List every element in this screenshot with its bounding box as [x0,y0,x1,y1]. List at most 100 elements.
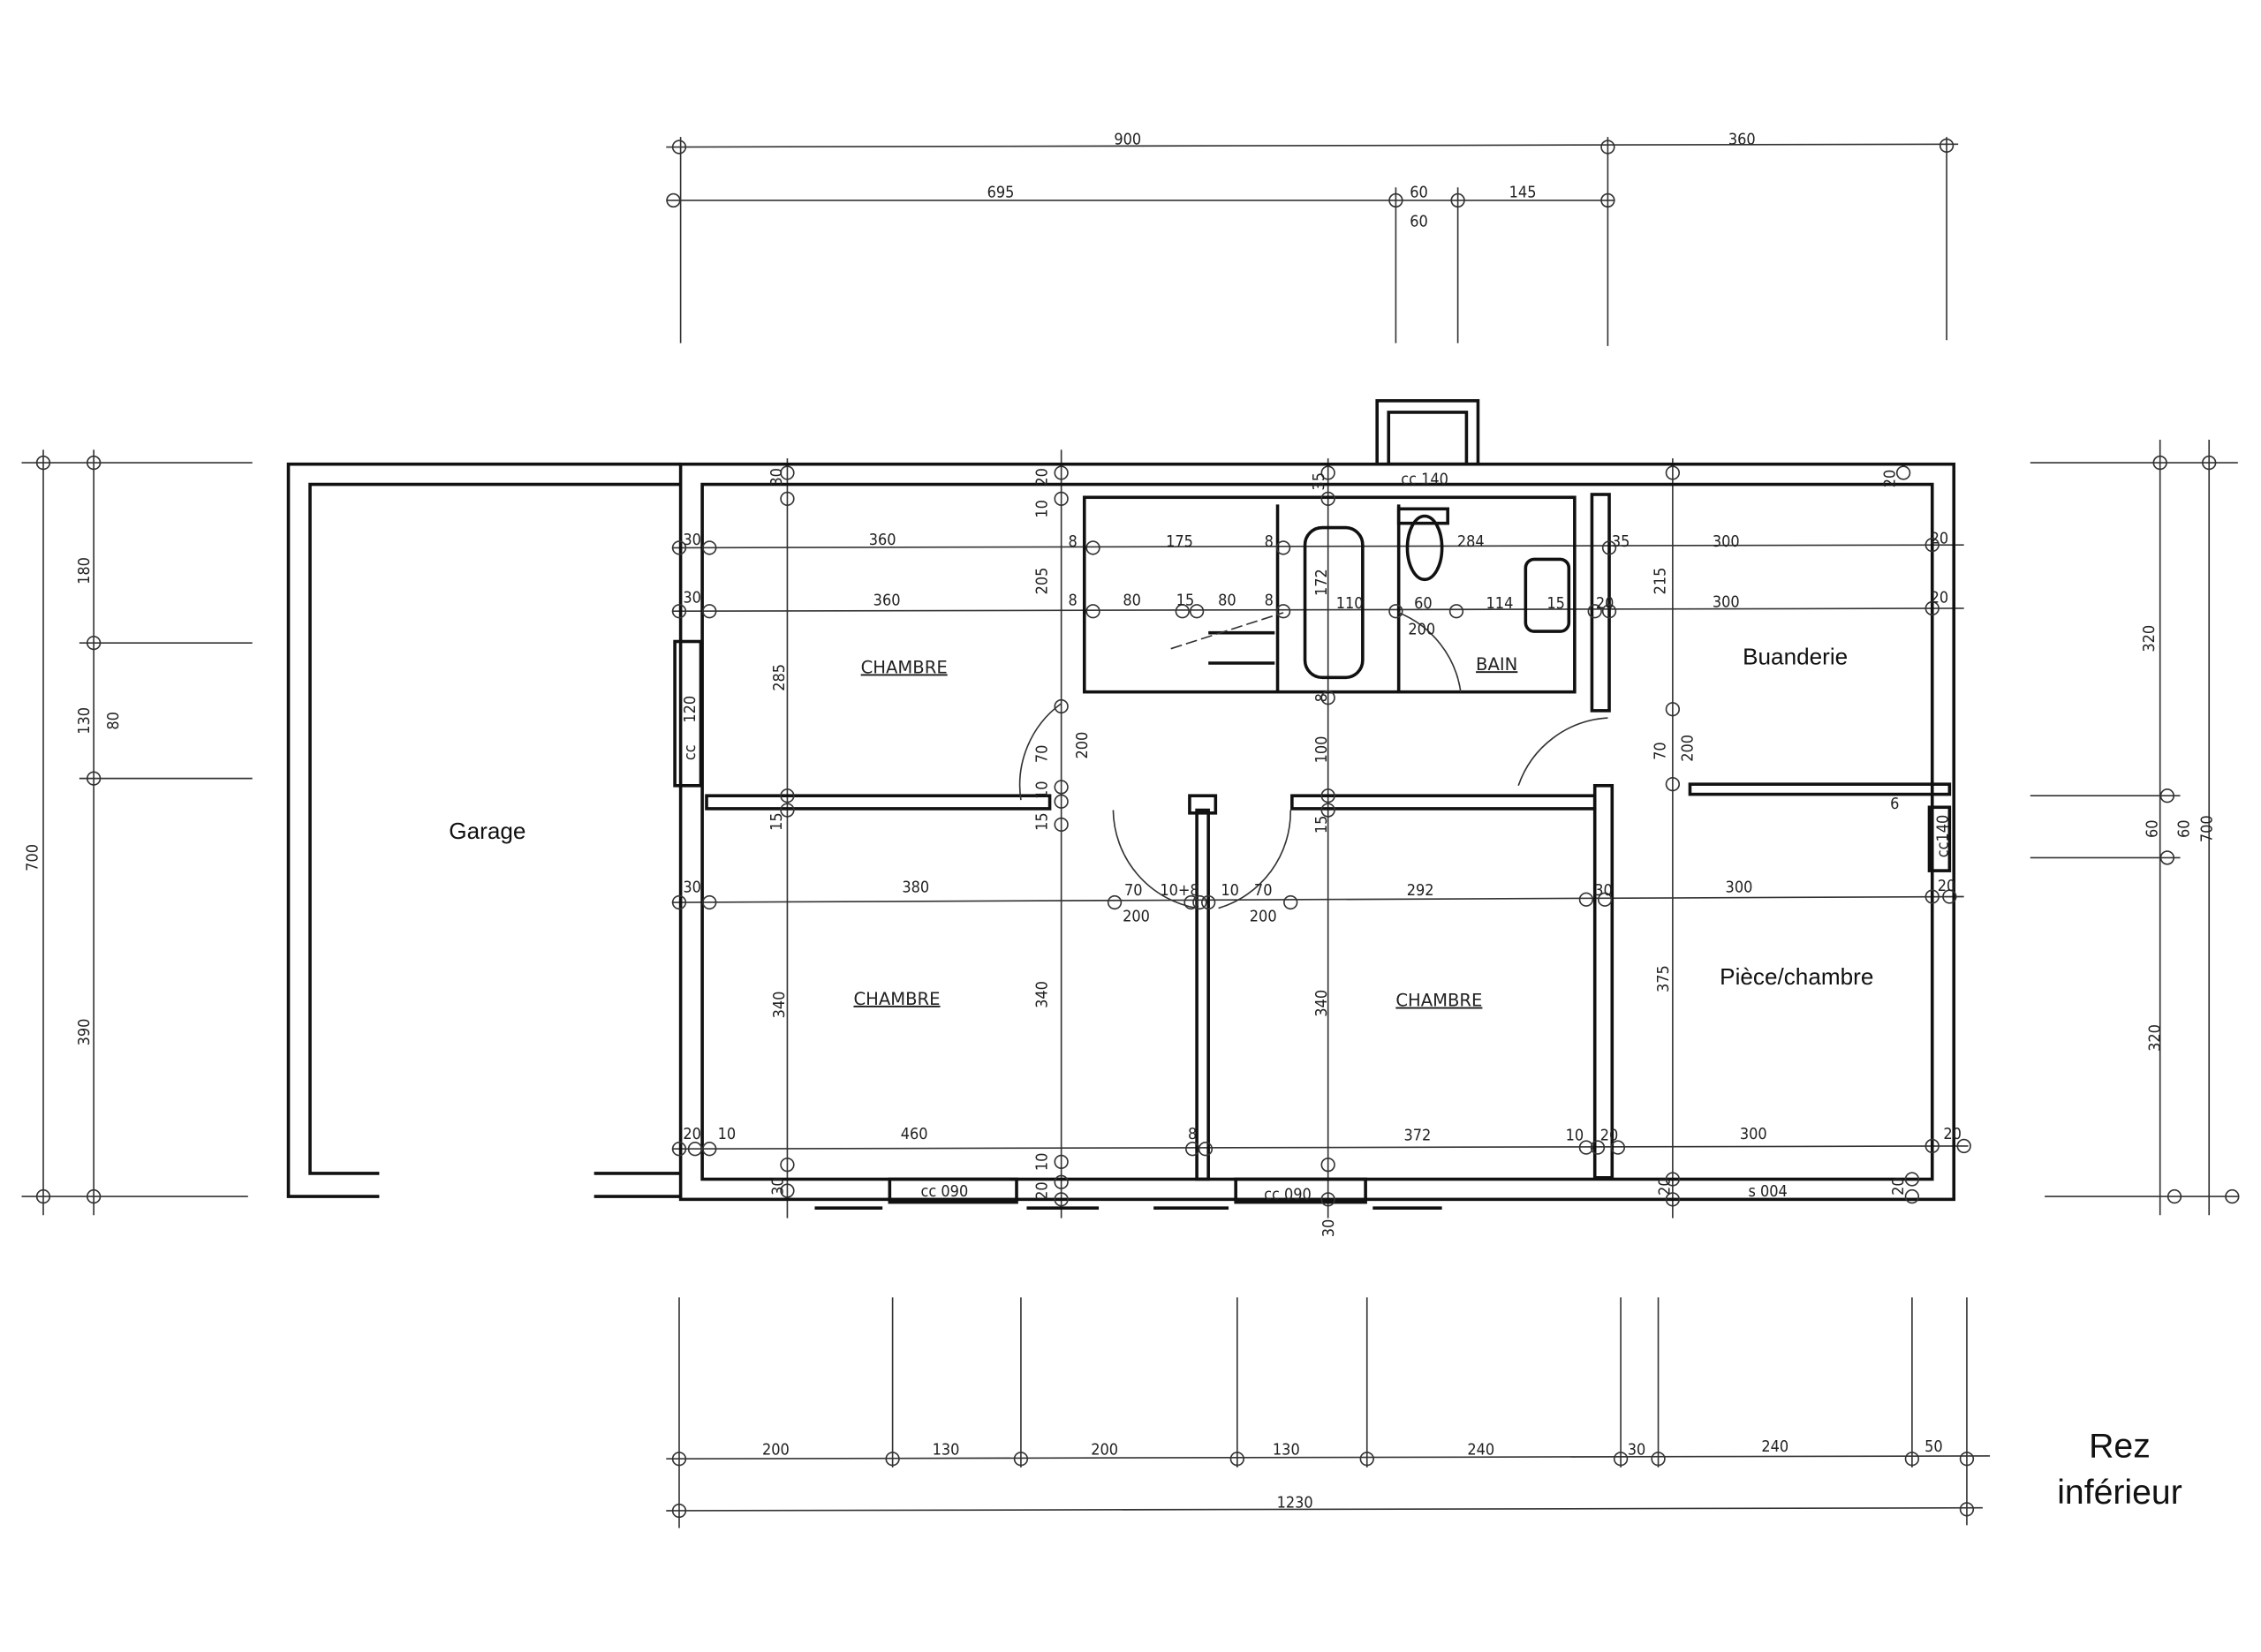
dimension-label: 60 [2143,819,2161,838]
grid-marker [2159,850,2175,865]
dimension-label: 50 [1924,1437,1943,1456]
dimension-label: 900 [1114,130,1141,148]
grid-marker [1107,894,1123,910]
dimension-label: 30 [1594,881,1613,900]
dimension-label: 200 [1679,735,1698,762]
dimension-label: 110 [1336,594,1364,613]
dimension-label: 10 [1032,1153,1051,1172]
grid-marker [671,1142,687,1157]
grid-marker [1192,894,1207,910]
dimension-label: 390 [75,1019,94,1046]
dimension-label: 240 [1467,1440,1494,1459]
dimension-label: 300 [1740,1125,1767,1143]
grid-marker [1388,604,1403,619]
dimension-label: 80 [104,712,123,730]
dimension-label: 300 [1726,879,1753,897]
grid-marker [1198,1142,1214,1157]
grid-marker [885,1452,900,1467]
room-label-chambre: CHAMBRE [861,657,948,677]
grid-marker [1597,892,1613,907]
dimension-label: 120 [681,696,699,723]
dimension-label: 20 [1600,1126,1619,1144]
grid-marker [1590,1140,1606,1155]
grid-marker [1895,465,1911,480]
dimension-label: 20 [1656,1177,1675,1196]
dimension-label: 15 [768,812,786,831]
dimension-label: 200 [1091,1440,1118,1459]
grid-marker [1275,540,1291,555]
dimension-label: 10 [1032,500,1051,518]
room-label-piece-chambre: Pièce/chambre [1720,963,1873,990]
dimension-label: 340 [1032,981,1051,1008]
grid-marker [780,1158,795,1173]
dimension-label: 172 [1312,569,1331,596]
dimension-label: 215 [1652,568,1670,595]
dimension-label: 15 [1032,812,1051,831]
plan-title-line2: inférieur [2057,1474,2182,1512]
dimension-label: 175 [1166,532,1193,551]
dimension-label: 200 [1250,907,1277,925]
room-label-buanderie: Buanderie [1743,644,1848,670]
dimension-label: 292 [1407,881,1434,900]
dimension-label: 360 [1728,130,1756,148]
grid-marker [1085,540,1100,555]
dimension-label: 30 [683,531,701,549]
grid-marker [1942,889,1957,904]
grid-marker [1388,192,1403,208]
grid-marker [2159,788,2175,803]
dimension-label: 15 [1546,594,1565,613]
dimension-label: 15 [1176,592,1195,610]
grid-marker [1200,894,1216,910]
dimension-label: 20 [1931,588,1949,607]
grid-marker [1578,892,1594,907]
dimension-label: 6 [1890,795,1899,813]
grid-marker [1904,1188,1920,1204]
dimension-label: 100 [1312,736,1331,764]
grid-marker [1189,604,1205,619]
grid-marker [1320,491,1335,507]
dimension-label: 130 [933,1440,960,1459]
grid-marker [1229,1452,1244,1467]
grid-marker [671,894,687,910]
grid-marker [1054,465,1069,480]
grid-markers [35,138,2240,1519]
grid-marker [1359,1452,1374,1467]
grid-marker [671,1503,687,1519]
dimension-label: 20 [1032,1181,1051,1200]
room-label-bain: BAIN [1476,654,1517,675]
dimension-label: 700 [2197,815,2216,842]
dimension-label: 80 [1218,592,1236,610]
grid-marker [1085,604,1100,619]
grid-marker [1601,604,1617,619]
dimension-label: 10+8 [1160,881,1199,900]
dimension-label: 340 [1312,990,1331,1017]
dimension-label: 80 [1123,592,1141,610]
dimension-label: 30 [769,1177,788,1196]
dimension-label: cc 140 [1401,471,1448,489]
dimension-label: s 004 [1748,1182,1787,1201]
grid-marker [1904,1452,1920,1467]
grid-marker [1013,1452,1029,1467]
dimension-label: 700 [23,844,42,871]
grid-marker [1665,1172,1681,1187]
grid-marker [35,455,51,471]
dimension-label: cc140 [1934,815,1953,858]
grid-marker [86,635,102,651]
grid-marker [1283,894,1298,910]
grid-marker [86,771,102,786]
dimension-label: 60 [1410,184,1428,202]
room-label-chambre: CHAMBRE [1395,991,1482,1011]
grid-marker [780,465,795,480]
dimension-label: 130 [75,707,94,735]
room-label-chambre: CHAMBRE [853,989,940,1009]
dimension-label: 8 [1312,693,1331,702]
dimension-label: 320 [2140,625,2159,653]
grid-marker [2152,455,2167,471]
dimension-label: 200 [762,1440,790,1459]
grid-marker [1054,491,1069,507]
grid-marker [1939,138,1955,154]
dimension-label: 10 [1566,1126,1584,1144]
dimension-label: 200 [1408,620,1435,638]
dimension-label: 8 [1265,592,1274,610]
